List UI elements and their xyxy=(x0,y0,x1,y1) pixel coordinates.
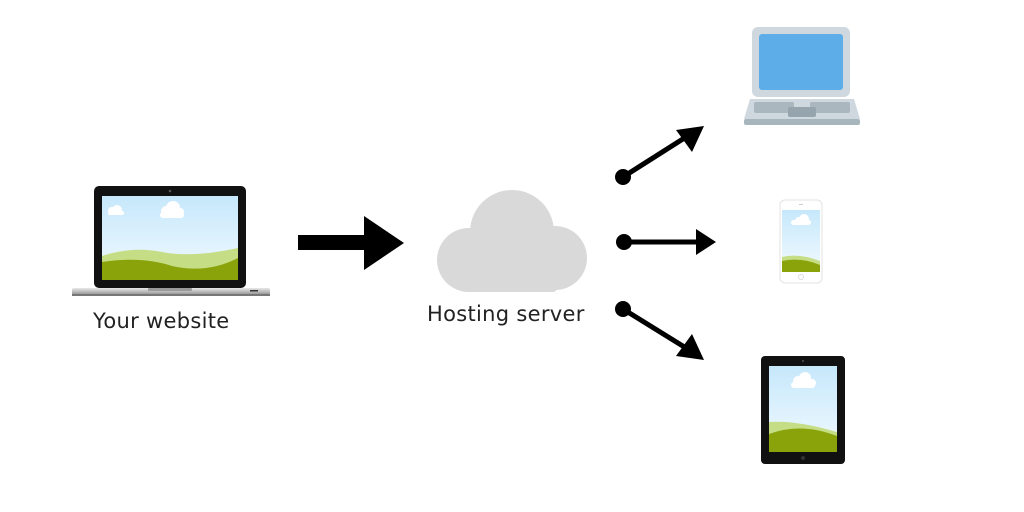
smartphone-icon xyxy=(779,199,823,284)
server-label: Hosting server xyxy=(427,302,585,326)
arrow-to-phone xyxy=(616,229,716,255)
source-label: Your website xyxy=(93,309,230,333)
cloud-icon xyxy=(437,190,587,292)
tablet-icon xyxy=(761,356,845,464)
upload-arrow-icon xyxy=(298,216,404,270)
arrow-to-laptop xyxy=(615,126,704,185)
flat-laptop-icon xyxy=(744,27,860,125)
arrow-to-tablet xyxy=(615,301,704,360)
source-laptop-icon xyxy=(72,186,270,296)
